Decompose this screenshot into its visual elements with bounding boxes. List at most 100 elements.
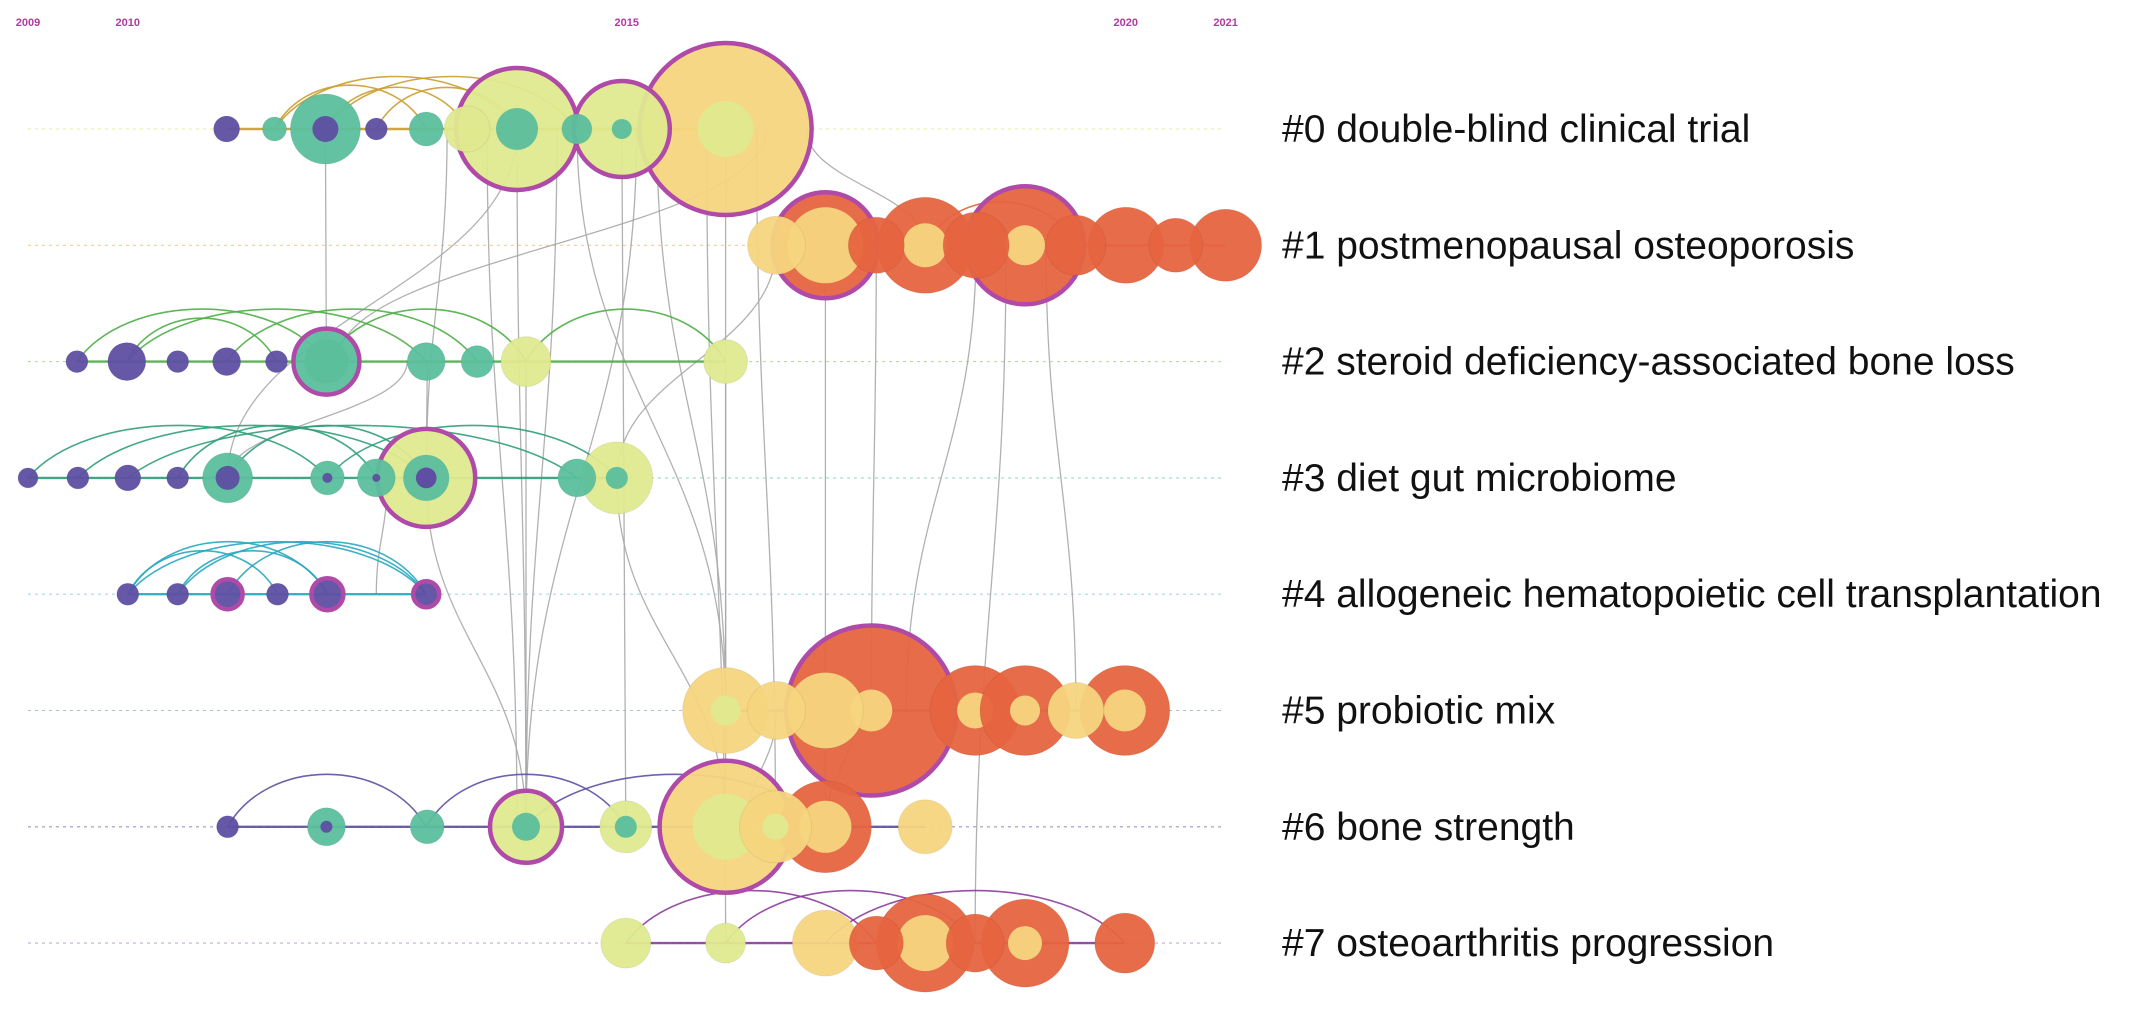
reference-node [682, 667, 770, 754]
node-core [320, 820, 333, 833]
reference-node [979, 665, 1071, 756]
reference-node [116, 582, 140, 606]
node-ring [945, 913, 1005, 973]
reference-node [309, 575, 346, 613]
reference-node [289, 93, 361, 165]
reference-node [847, 216, 905, 274]
citation-arc [425, 773, 627, 828]
node-ring [500, 336, 552, 388]
reference-node [1094, 912, 1156, 974]
reference-node [443, 105, 491, 153]
node-ring [66, 466, 90, 490]
node-ring [309, 575, 346, 613]
reference-node [770, 190, 881, 301]
citation-arc [273, 84, 427, 130]
reference-node [1045, 214, 1107, 276]
cluster-label-5: #5 probiotic mix [1282, 690, 1556, 733]
reference-node [364, 117, 388, 141]
citation-arc [226, 773, 427, 828]
node-ring [262, 116, 288, 142]
reference-node [848, 915, 904, 971]
reference-node [262, 116, 288, 142]
node-ring [443, 105, 491, 153]
reference-node [166, 350, 190, 374]
node-core [614, 815, 637, 838]
node-core [799, 800, 852, 853]
citation-arc [127, 550, 279, 595]
node-ring [65, 350, 89, 374]
citation-arc [126, 317, 278, 362]
reference-node [107, 342, 147, 382]
citation-arc [177, 540, 427, 595]
reference-node [500, 336, 552, 388]
citation-arc [127, 540, 427, 595]
reference-node [114, 464, 142, 492]
reference-node [65, 350, 89, 374]
node-ring [408, 111, 444, 147]
reference-node [408, 111, 444, 147]
node-ring [166, 350, 190, 374]
node-core [710, 695, 741, 726]
reference-node [657, 758, 794, 896]
node-core [312, 116, 339, 142]
citation-arc [824, 889, 1126, 944]
node-ring [216, 815, 240, 839]
node-ring [409, 809, 445, 845]
node-core [512, 812, 541, 841]
node-ring [942, 211, 1010, 279]
node-ring [166, 582, 190, 606]
node-core [304, 339, 349, 384]
cluster-label-2: #2 steroid deficiency-associated bone lo… [1282, 341, 2015, 384]
reference-node [166, 582, 190, 606]
node-core [762, 813, 789, 840]
node-ring [561, 113, 593, 145]
node-ring [1047, 682, 1105, 739]
reference-node [487, 788, 565, 866]
node-ring [847, 216, 905, 274]
cross-cluster-link [324, 128, 328, 362]
reference-node [791, 909, 859, 977]
node-ring [848, 915, 904, 971]
node-core [496, 108, 539, 150]
reference-node [166, 466, 190, 490]
citation-arc [177, 424, 377, 479]
node-core [611, 119, 632, 139]
cross-cluster-link [656, 128, 727, 711]
reference-node [876, 196, 974, 294]
reference-node [637, 40, 814, 218]
node-ring [705, 922, 747, 964]
reference-node [580, 441, 654, 515]
node-core [215, 465, 240, 490]
node-ring [747, 681, 806, 740]
node-ring [107, 342, 147, 382]
reference-node [703, 339, 749, 385]
cluster-label-0: #0 double-blind clinical trial [1282, 108, 1750, 151]
cross-cluster-link [425, 128, 448, 478]
reference-node [213, 115, 241, 143]
reference-node [599, 800, 653, 854]
node-core [372, 473, 381, 482]
reference-node [266, 582, 289, 606]
reference-node [557, 458, 597, 498]
reference-node [1047, 682, 1105, 739]
reference-node [409, 809, 445, 845]
citation-arc [525, 308, 727, 362]
node-core [692, 793, 759, 860]
node-ring [406, 342, 446, 382]
cluster-label-1: #1 postmenopausal osteoporosis [1282, 224, 1854, 267]
cross-cluster-link [576, 128, 727, 711]
node-ring [210, 576, 245, 612]
reference-node [309, 460, 345, 496]
reference-node [875, 893, 975, 993]
node-ring [1094, 912, 1156, 974]
year-label: 2010 [116, 17, 140, 29]
cluster-label-3: #3 diet gut microbiome [1282, 457, 1677, 500]
cross-cluster-link [425, 477, 527, 827]
node-core [697, 101, 754, 157]
cluster-label-7: #7 osteoarthritis progression [1282, 922, 1774, 965]
node-core [1005, 225, 1046, 266]
year-label: 2015 [615, 17, 639, 29]
reference-node [705, 922, 747, 964]
reference-node [306, 807, 346, 847]
